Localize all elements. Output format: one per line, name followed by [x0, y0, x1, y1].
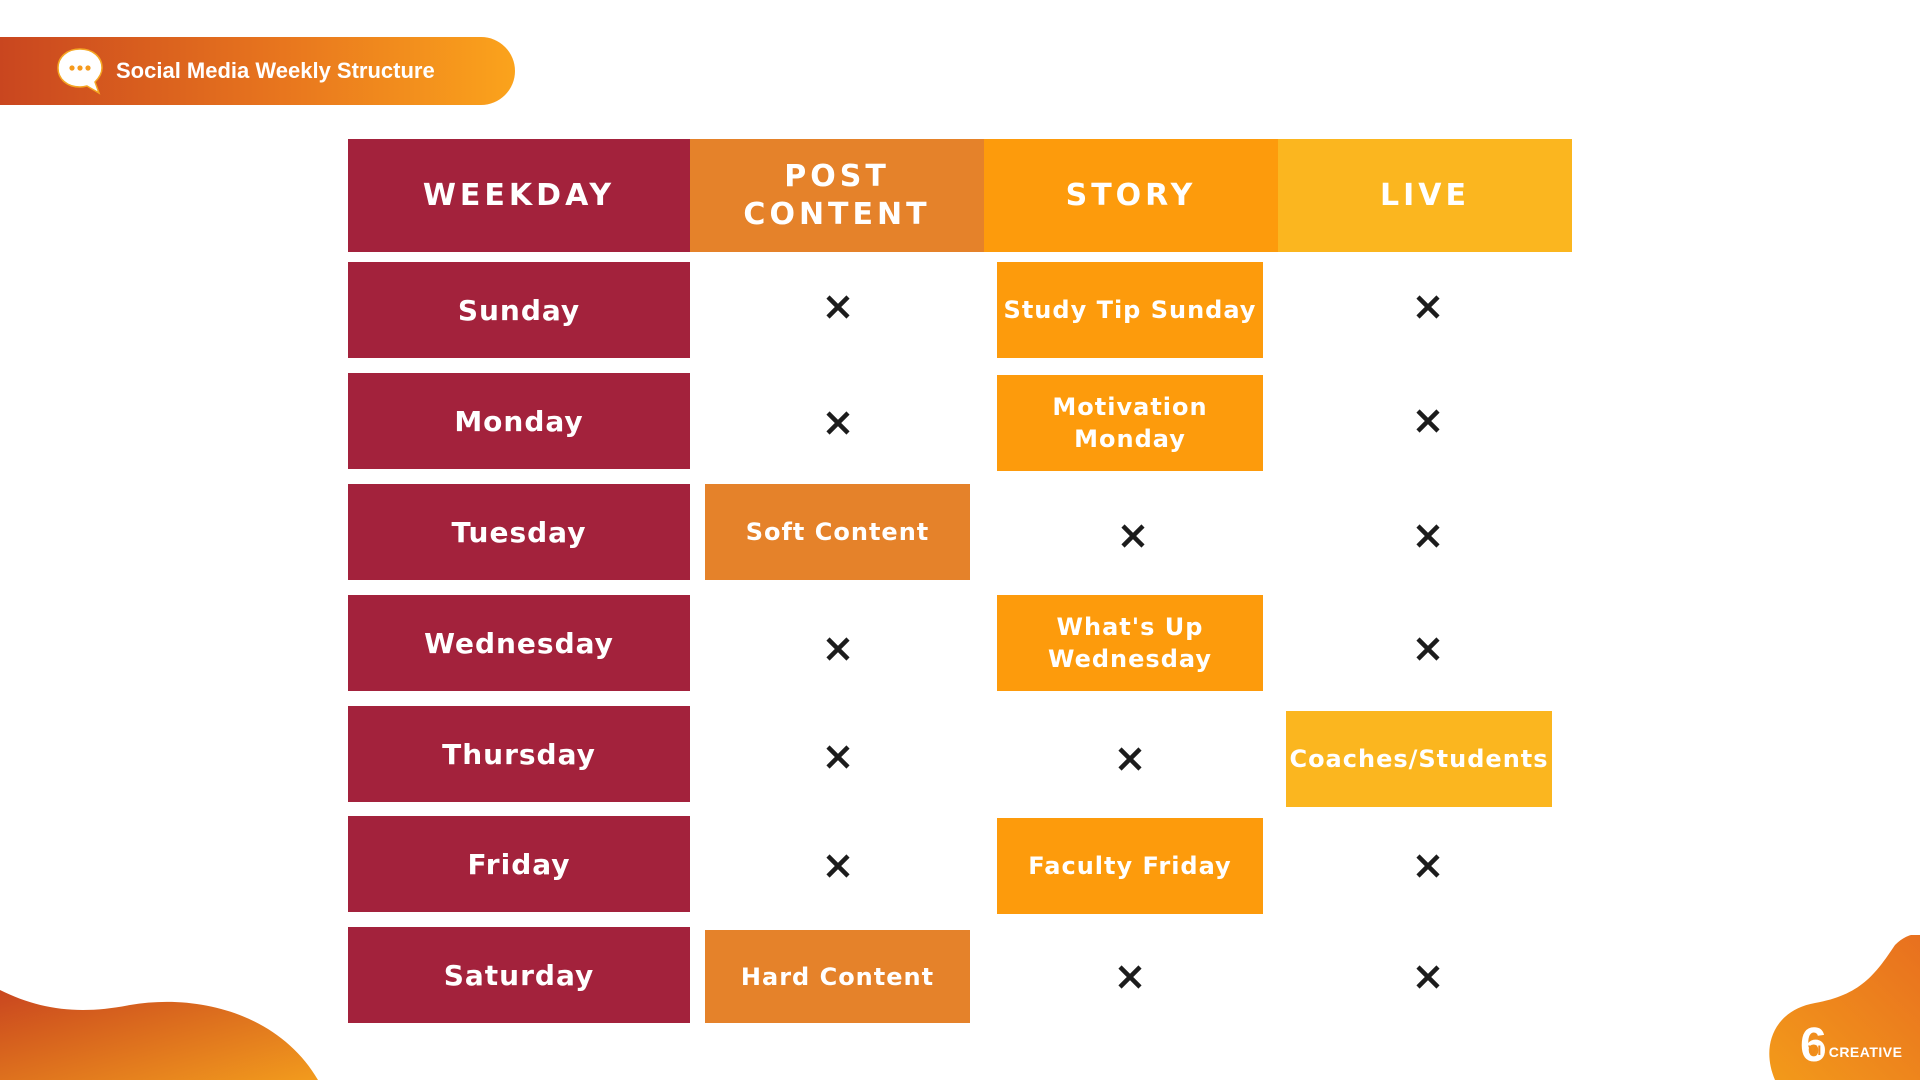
close-x-icon	[818, 287, 858, 327]
column-header-weekday: WEEKDAY	[348, 139, 690, 252]
column-header-weekday-label: WEEKDAY	[422, 177, 616, 213]
decorative-blob-bottom-right	[1769, 935, 1920, 1080]
column-header-post-content: POST CONTENT	[690, 139, 984, 252]
close-x-icon	[818, 846, 858, 886]
close-x-icon	[1408, 516, 1448, 556]
post-label: Soft Content	[745, 518, 930, 546]
story-cell-friday: Faculty Friday	[997, 818, 1263, 914]
close-x-icon	[1113, 516, 1153, 556]
live-cell-thursday: Coaches/Students	[1286, 711, 1552, 807]
weekday-cell-saturday: Saturday	[348, 927, 690, 1023]
close-x-icon	[818, 403, 858, 443]
close-x-icon	[818, 737, 858, 777]
weekday-label: Sunday	[457, 293, 581, 327]
story-label-line1: What's Up	[1056, 613, 1204, 641]
story-label: Study Tip Sunday	[1003, 296, 1257, 324]
story-cell-wednesday: What's Up Wednesday	[997, 595, 1263, 691]
column-header-live-label: LIVE	[1380, 177, 1470, 213]
weekday-cell-tuesday: Tuesday	[348, 484, 690, 580]
close-x-icon	[1408, 401, 1448, 441]
page-title: Social Media Weekly Structure	[116, 58, 435, 83]
weekday-cell-monday: Monday	[348, 373, 690, 469]
weekday-label: Monday	[454, 404, 584, 438]
story-label-line1: Motivation	[1052, 393, 1208, 421]
close-x-icon	[1110, 957, 1150, 997]
story-label: Faculty Friday	[1028, 852, 1232, 880]
weekday-cell-friday: Friday	[348, 816, 690, 912]
column-header-post-label-line1: POST	[784, 158, 890, 194]
column-header-post-label-line2: CONTENT	[743, 196, 931, 232]
weekday-label: Saturday	[443, 958, 595, 992]
post-cell-saturday: Hard Content	[705, 930, 970, 1023]
post-label: Hard Content	[740, 962, 935, 991]
decorative-blob-bottom-left	[0, 990, 318, 1080]
weekday-label: Tuesday	[451, 515, 587, 549]
column-header-story: STORY	[984, 139, 1278, 252]
logo-mark: 6	[1800, 1019, 1827, 1072]
logo-text: CREATIVE	[1828, 1044, 1903, 1060]
story-label-line2: Wednesday	[1047, 645, 1212, 673]
weekday-label: Friday	[467, 847, 571, 881]
weekday-cell-sunday: Sunday	[348, 262, 690, 358]
story-label-line2: Monday	[1074, 425, 1186, 453]
close-x-icon	[1110, 739, 1150, 779]
weekday-label: Thursday	[442, 737, 596, 771]
weekday-label: Wednesday	[424, 626, 614, 660]
story-cell-sunday: Study Tip Sunday	[997, 262, 1263, 358]
chat-bubble-icon	[57, 48, 103, 95]
title-banner: Social Media Weekly Structure	[0, 37, 515, 105]
post-cell-tuesday: Soft Content	[705, 484, 970, 580]
close-x-icon	[818, 629, 858, 669]
brand-logo: 6 VI CREATIVE	[1800, 1016, 1902, 1076]
close-x-icon	[1408, 846, 1448, 886]
logo-mark-sub: VI	[1808, 1042, 1822, 1058]
close-x-icon	[1408, 957, 1448, 997]
close-x-icon	[1408, 287, 1448, 327]
close-x-icon	[1408, 629, 1448, 669]
live-label: Coaches/Students	[1289, 745, 1549, 773]
weekday-cell-thursday: Thursday	[348, 706, 690, 802]
weekday-cell-wednesday: Wednesday	[348, 595, 690, 691]
story-cell-monday: Motivation Monday	[997, 375, 1263, 471]
column-header-live: LIVE	[1278, 139, 1572, 252]
column-header-story-label: STORY	[1065, 177, 1197, 213]
